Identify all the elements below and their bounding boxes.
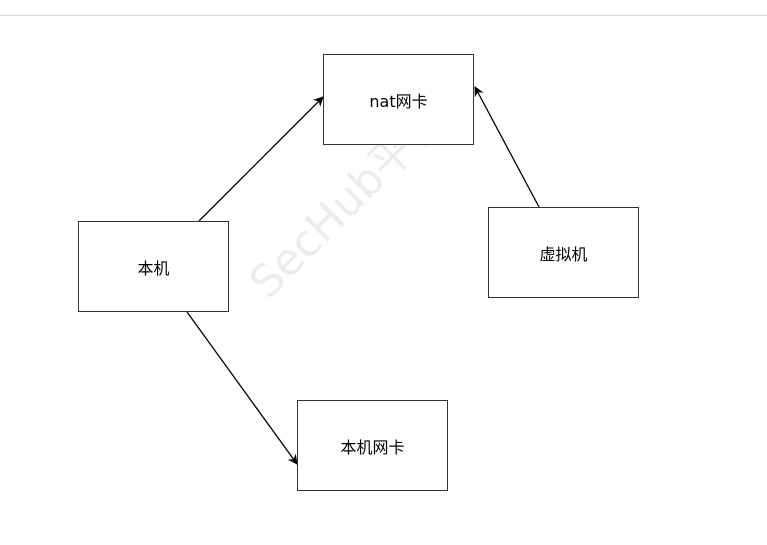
node-host: 本机: [78, 221, 229, 312]
edge-vm-to-nat-nic: [474, 86, 540, 208]
node-vm-label: 虚拟机: [539, 244, 588, 264]
top-separator: [0, 15, 767, 16]
node-host-label: 本机: [137, 258, 170, 278]
node-host-nic: 本机网卡: [297, 400, 448, 491]
node-nat-nic: nat网卡: [323, 54, 474, 145]
edge-host-to-nat-nic: [198, 96, 324, 222]
node-nat-nic-label: nat网卡: [369, 91, 428, 111]
edge-host-to-host-nic: [186, 311, 298, 465]
node-vm: 虚拟机: [488, 207, 639, 298]
node-host-nic-label: 本机网卡: [340, 437, 405, 457]
